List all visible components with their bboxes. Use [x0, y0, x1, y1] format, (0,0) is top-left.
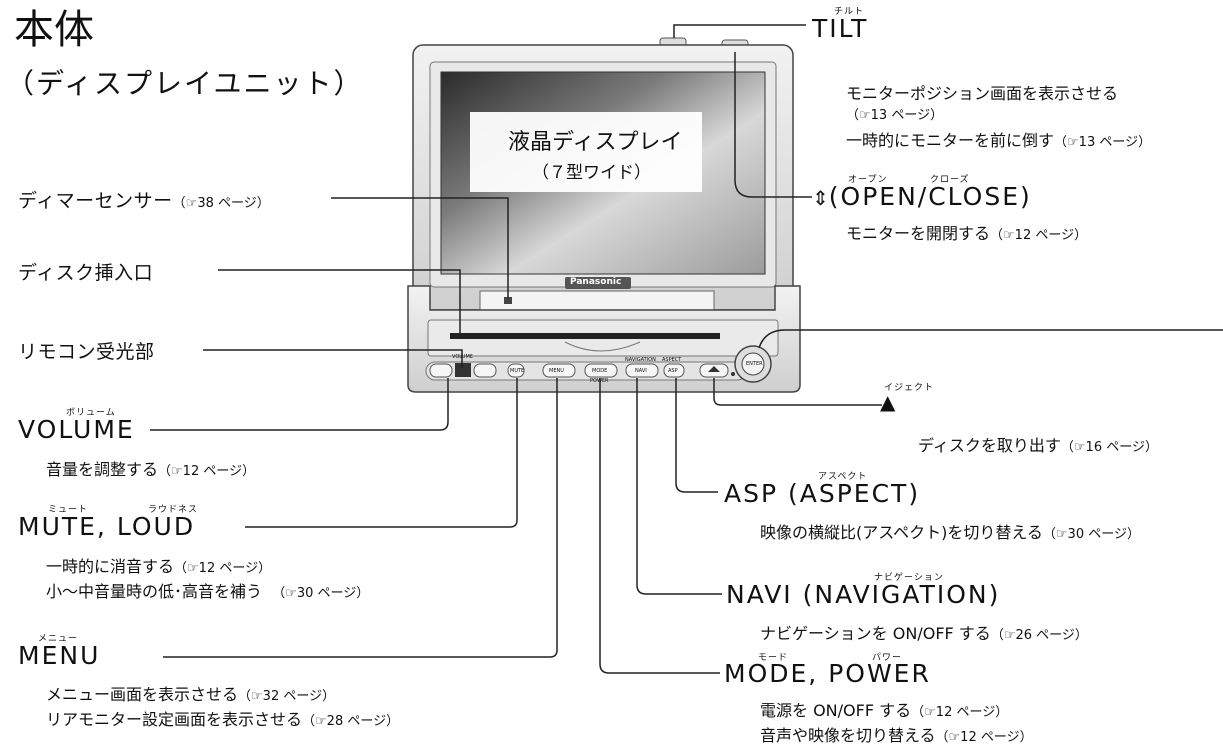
navi-desc-text: ナビゲーションを ON/OFF する: [760, 624, 991, 643]
panel-mode-label: MODE: [592, 368, 608, 374]
dimmer-ref: （☞38 ページ）: [172, 196, 270, 211]
volume-up-button: [473, 363, 497, 378]
mute-loud-label: MUTE, LOUD: [18, 512, 196, 541]
tilt-ruby: チルト: [834, 7, 865, 17]
brand-logo: Panasonic: [570, 277, 622, 287]
mode-desc-ref: （☞12 ページ）: [935, 730, 1033, 745]
mute-desc-ref: （☞12 ページ）: [174, 561, 272, 576]
mute-button: [507, 363, 525, 378]
tilt-desc2-ref: （☞13 ページ）: [1054, 135, 1152, 150]
menu-description: メニュー画面を表示させる（☞32 ページ）: [46, 681, 335, 705]
asp-desc-text: 映像の横縦比(アスペクト)を切り替える: [760, 523, 1043, 542]
tilt-ref-1: （☞13 ページ）: [846, 104, 943, 123]
eject-description: ディスクを取り出す（☞16 ページ）: [918, 432, 1158, 456]
navi-desc-ref: （☞26 ページ）: [990, 628, 1088, 643]
aspect-ruby: アスペクト: [818, 472, 868, 482]
eject-ruby: イジェクト: [884, 383, 935, 393]
menu-button: [542, 363, 576, 378]
panel-navi-label: NAVI: [635, 368, 647, 374]
callout-disc-slot: ディスク挿入口: [18, 262, 154, 284]
loud-desc-ref: （☞30 ページ）: [272, 586, 370, 601]
panel-aspect-label: ASPECT: [662, 357, 682, 363]
eject-desc-ref: （☞16 ページ）: [1060, 440, 1158, 455]
eject-icon: ▲: [880, 390, 896, 414]
mute-desc-text: 一時的に消音する: [46, 557, 175, 576]
screen-label: 液晶ディスプレイ: [508, 130, 683, 155]
rear-desc-text: リアモニター設定画面を表示させる: [46, 710, 303, 729]
tilt-desc2-text: 一時的にモニターを前に倒す: [846, 131, 1055, 150]
screen-size-label: （７型ワイド）: [532, 163, 651, 183]
open-desc-text: モニターを開閉する: [846, 224, 991, 243]
eject-desc-text: ディスクを取り出す: [918, 436, 1061, 455]
menu-label: MENU: [18, 641, 101, 670]
loud-description: 小～中音量時の低･高音を補う （☞30 ページ）: [46, 578, 369, 602]
dimmer-label: ディマーセンサー: [18, 190, 173, 212]
tilt-label: TILT: [812, 14, 869, 43]
tilt-description-2: 一時的にモニターを前に倒す（☞13 ページ）: [846, 127, 1151, 151]
panel-enter-label: ENTER: [746, 361, 763, 367]
remote-sensor: [455, 363, 471, 377]
mode-desc-text: 音声や映像を切り替える: [760, 726, 936, 745]
panel-asp-label: ASP: [668, 368, 678, 374]
power-desc-text: 電源を ON/OFF する: [760, 701, 912, 720]
menu-desc-ref: （☞32 ページ）: [238, 689, 336, 704]
tilt-desc-ref: （☞13 ページ）: [846, 108, 944, 123]
loud-ruby: ラウドネス: [148, 505, 199, 515]
tilt-description-1: モニターポジション画面を表示させる: [846, 80, 1118, 104]
loud-desc-text: 小～中音量時の低･高音を補う: [46, 582, 263, 601]
panel-navigation-label: NAVIGATION: [625, 357, 656, 363]
navi-button: [625, 363, 659, 378]
open-close-description: モニターを開閉する（☞12 ページ）: [846, 220, 1087, 244]
mode-ruby: モード: [758, 653, 789, 663]
volume-label: VOLUME: [18, 415, 135, 444]
mode-description: 音声や映像を切り替える（☞12 ページ）: [760, 722, 1033, 746]
volume-description: 音量を調整する（☞12 ページ）: [46, 456, 255, 480]
callout-dimmer-sensor: ディマーセンサー（☞38 ページ）: [18, 186, 270, 213]
rear-monitor-description: リアモニター設定画面を表示させる（☞28 ページ）: [46, 706, 399, 730]
power-description: 電源を ON/OFF する（☞12 ページ）: [760, 697, 1008, 721]
asp-button: [663, 363, 685, 378]
menu-ruby: メニュー: [38, 634, 79, 644]
mode-power-label: MODE, POWER: [724, 659, 931, 688]
panel-power-label: POWER: [590, 378, 609, 384]
volume-ruby: ボリューム: [66, 408, 116, 418]
mute-description: 一時的に消音する（☞12 ページ）: [46, 553, 271, 577]
asp-description: 映像の横縦比(アスペクト)を切り替える（☞30 ページ）: [760, 519, 1140, 543]
callout-remote-sensor: リモコン受光部: [18, 341, 155, 363]
menu-desc-text: メニュー画面を表示させる: [46, 685, 239, 704]
open-desc-ref: （☞12 ページ）: [990, 228, 1088, 243]
disc-slot: [450, 333, 720, 339]
tilt-desc-text: モニターポジション画面を表示させる: [846, 84, 1119, 103]
page-subtitle: （ディスプレイユニット）: [6, 67, 364, 100]
panel-menu-label: MENU: [549, 368, 564, 374]
panel-volume-label: VOLUME: [452, 354, 473, 360]
navi-label: NAVI (NAVIGATION): [726, 580, 1001, 609]
power-desc-ref: （☞12 ページ）: [911, 705, 1009, 720]
open-close-callout: ⇕(OPEN/CLOSE): [812, 182, 1032, 211]
navigation-ruby: ナビゲーション: [874, 573, 944, 583]
open-close-label: (OPEN/CLOSE): [828, 182, 1032, 211]
volume-desc-text: 音量を調整する: [46, 460, 159, 479]
rear-desc-ref: （☞28 ページ）: [302, 714, 400, 729]
close-ruby: クローズ: [930, 175, 970, 185]
open-ruby: オープン: [848, 175, 888, 185]
open-close-icon: ⇕: [812, 186, 829, 210]
mute-ruby: ミュート: [48, 505, 89, 515]
asp-label: ASP (ASPECT): [724, 479, 921, 508]
volume-down-button: [429, 363, 453, 378]
panel-mute-label: MUTE: [510, 368, 525, 374]
page-title: 本体: [14, 7, 94, 53]
navi-description: ナビゲーションを ON/OFF する（☞26 ページ）: [760, 620, 1088, 644]
asp-desc-ref: （☞30 ページ）: [1042, 527, 1140, 542]
dimmer-sensor: [504, 297, 512, 304]
power-ruby: パワー: [872, 653, 903, 663]
mode-button: [584, 363, 618, 378]
volume-desc-ref: （☞12 ページ）: [158, 464, 256, 479]
